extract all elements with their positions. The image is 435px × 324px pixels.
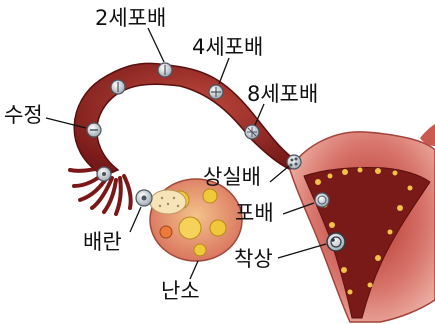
two-cell-embryo-a: [111, 80, 125, 94]
label-ovulation: 배란: [83, 232, 122, 253]
label-eight-cell-embryo: 8세포배: [247, 84, 318, 105]
label-fertilization: 수정: [4, 105, 43, 126]
label-ovary: 난소: [161, 281, 200, 302]
zygote-cell: [97, 167, 111, 181]
fallopian-tube: [74, 63, 305, 176]
two-cell-embryo-b: [158, 63, 172, 77]
eight-cell-embryo: [245, 125, 259, 139]
four-cell-embryo: [209, 85, 223, 99]
released-egg: [136, 190, 152, 206]
implanted-embryo: [327, 233, 345, 251]
label-implantation: 착상: [234, 249, 273, 270]
label-blastocyst: 포배: [235, 203, 274, 224]
ovulating-follicle: [150, 190, 186, 214]
label-two-cell-embryo: 2세포배: [95, 8, 166, 29]
fertilization-cell: [87, 123, 101, 137]
label-morula: 상실배: [203, 167, 261, 188]
morula-cell: [287, 155, 301, 169]
label-four-cell-embryo: 4세포배: [192, 37, 263, 58]
blastocyst-cell: [315, 193, 329, 207]
